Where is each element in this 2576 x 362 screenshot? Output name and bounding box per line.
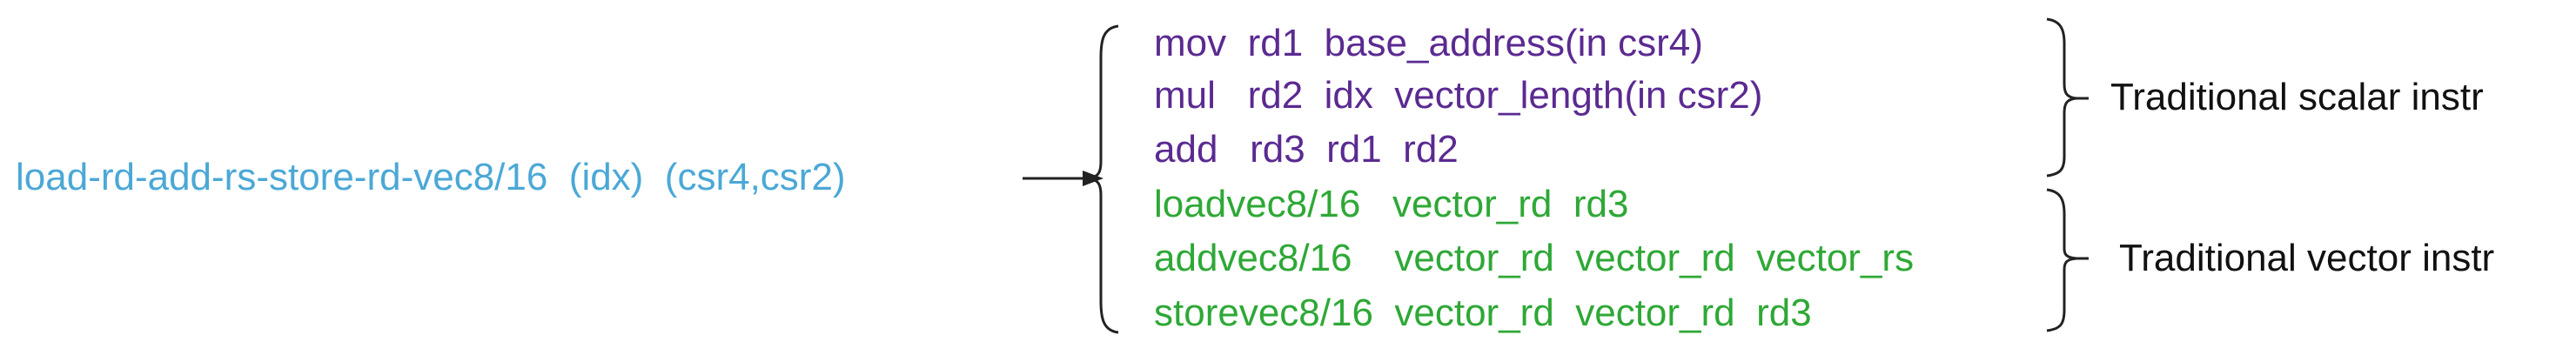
vector-instr-line-2: addvec8/16 vector_rd vector_rd vector_rs [1154,237,1915,279]
vector-group-label: Traditional vector instr [2119,237,2495,279]
scalar-instr-line-1: mov rd1 base_address(in csr4) [1154,22,1703,64]
vector-instr-line-3: storevec8/16 vector_rd vector_rd rd3 [1154,292,1812,334]
source-instruction: load-rd-add-rs-store-rd-vec8/16 (idx) (c… [16,156,846,198]
vector-right-brace [2046,188,2077,332]
scalar-instr-line-3: add rd3 rd1 rd2 [1154,128,1459,171]
scalar-instr-line-2: mul rd2 idx vector_length(in csr2) [1154,74,1763,117]
scalar-right-brace [2046,17,2077,178]
scalar-group-label: Traditional scalar instr [2110,76,2484,118]
vector-instr-line-1: loadvec8/16 vector_rd rd3 [1154,183,1629,225]
left-brace [1087,24,1119,334]
